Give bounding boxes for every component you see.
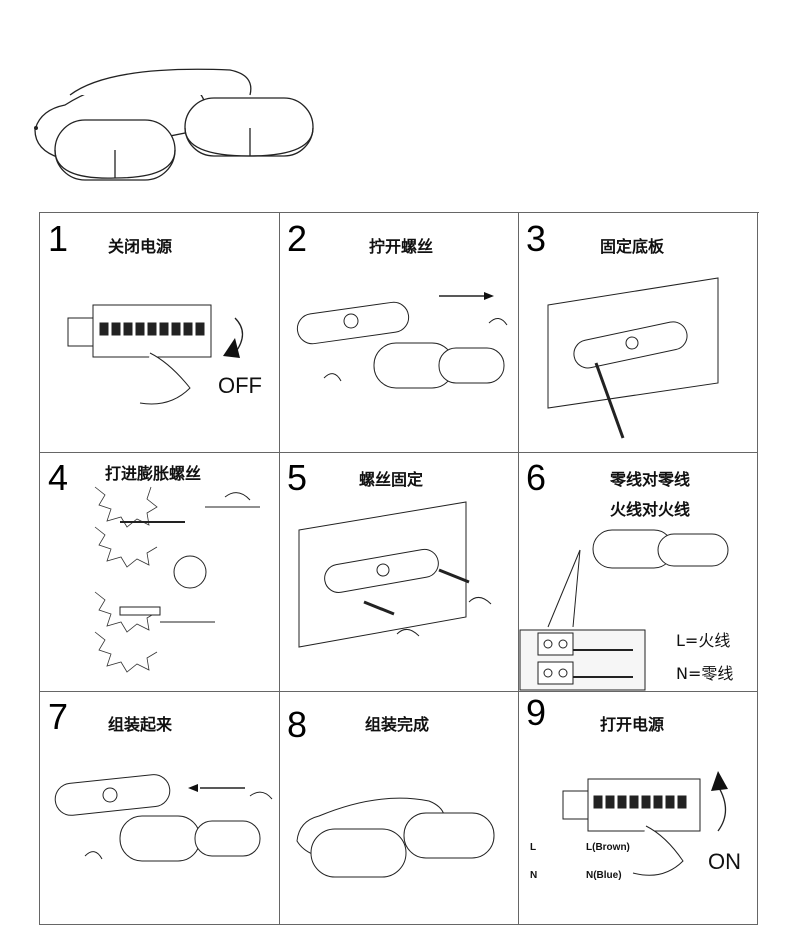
step-title: 打进膨胀螺丝 [105,464,202,483]
live-wire-legend: L=火线 [676,631,731,650]
step-7: 7 组装起来 [40,691,280,925]
step-number: 4 [48,457,69,498]
step-number: 9 [526,692,547,733]
product-illustration [34,68,314,181]
anchor-illustration [94,486,260,673]
step-title: 固定底板 [600,237,665,256]
on-label: ON [708,849,741,874]
assemble-illustration [54,774,273,862]
step-number: 5 [287,457,308,498]
step-number: 6 [526,457,547,498]
wiring-illustration [519,529,729,691]
step-5: 5 螺丝固定 [279,452,519,692]
step-title: 拧开螺丝 [369,237,434,256]
step-title: 零线对零线 [610,470,691,489]
wire-label-blue: N(Blue) [586,870,622,881]
unscrew-illustration [296,292,508,389]
assembled-illustration [296,797,495,878]
wire-terminal-l: L [530,842,537,853]
step-number: 7 [48,696,69,737]
step-number: 8 [287,704,308,745]
step-title: 关闭电源 [108,237,173,256]
wire-label-brown: L(Brown) [586,842,630,853]
step-title: 螺丝固定 [359,470,424,489]
step-6: 6 零线对零线 火线对火线 L N L(Brown) N(Blue) L=火线 … [518,452,758,881]
step-number: 1 [48,218,69,259]
screw-fix-illustration [298,501,492,648]
breaker-panel-illustration [67,304,244,405]
step-subtitle: 火线对火线 [610,500,691,519]
wire-terminal-n: N [530,870,538,881]
instruction-grid: 1 关闭电源 OFF 2 拧开螺丝 [39,212,759,925]
step-1: 1 关闭电源 OFF [40,213,280,453]
step-title: 组装起来 [108,715,173,734]
step-title: 组装完成 [365,715,430,734]
step-title: 打开电源 [600,715,665,734]
step-number: 3 [526,218,547,259]
step-3: 3 固定底板 [518,213,758,453]
off-label: OFF [218,373,262,398]
step-9: 9 打开电源 ON [518,691,758,925]
breaker-on-illustration [562,771,728,876]
step-8: 8 组装完成 [279,691,519,925]
mount-base-illustration [547,277,719,439]
step-4: 4 打进膨胀螺丝 [40,452,280,692]
neutral-wire-legend: N=零线 [676,664,734,683]
step-number: 2 [287,218,308,259]
step-2: 2 拧开螺丝 [279,213,519,453]
